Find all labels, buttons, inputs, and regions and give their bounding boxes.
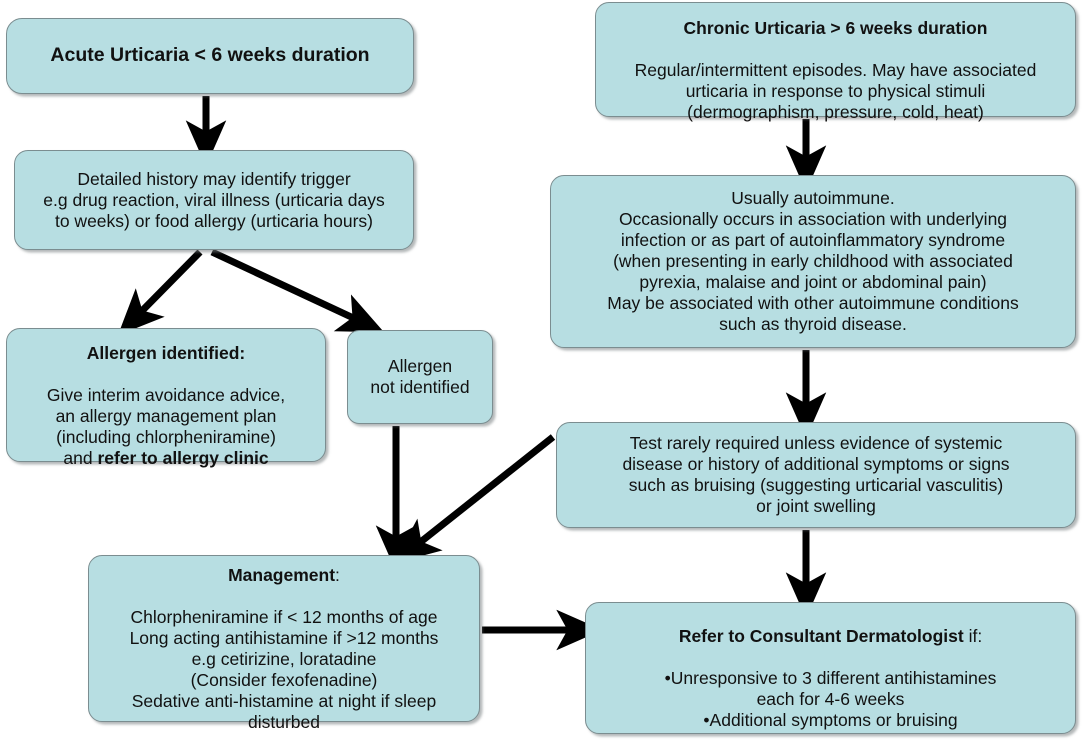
node-management-heading-suffix: : — [335, 565, 340, 585]
node-chronic-urticaria-heading: Chronic Urticaria > 6 weeks duration — [683, 17, 988, 38]
node-acute-urticaria[interactable]: Acute Urticaria < 6 weeks duration — [6, 18, 414, 94]
node-allergen-not-identified-body: Allergen not identified — [370, 356, 470, 397]
connector-history-to-allergen-not-identified — [210, 248, 385, 333]
node-refer-heading-suffix: if: — [963, 626, 983, 646]
node-test-rarely-required-body: Test rarely required unless evidence of … — [622, 433, 1010, 516]
node-test-rarely-required[interactable]: Test rarely required unless evidence of … — [556, 422, 1076, 528]
node-allergen-identified-body-bold-tail: refer to allergy clinic — [97, 447, 269, 468]
node-detailed-history-body: Detailed history may identify trigger e.… — [43, 168, 385, 231]
node-allergen-identified-heading: Allergen identified: — [86, 342, 246, 363]
node-management-body: Chlorpheniramine if < 12 months of age L… — [129, 607, 439, 732]
node-refer-body: •Unresponsive to 3 different antihistami… — [664, 668, 997, 730]
node-refer-heading: Refer to Consultant Dermatologist — [678, 626, 964, 646]
connector-history-to-allergen-identified — [117, 249, 203, 336]
node-refer-consultant-dermatologist[interactable]: Refer to Consultant Dermatologist if: •U… — [585, 602, 1076, 734]
node-allergen-identified-body: Give interim avoidance advice, an allerg… — [46, 384, 286, 468]
connector-test-to-management — [393, 434, 556, 564]
node-chronic-urticaria-body: Regular/intermittent episodes. May have … — [634, 59, 1037, 122]
node-usually-autoimmune[interactable]: Usually autoimmune. Occasionally occurs … — [550, 175, 1076, 348]
node-usually-autoimmune-body: Usually autoimmune. Occasionally occurs … — [607, 188, 1019, 334]
node-acute-urticaria-heading: Acute Urticaria < 6 weeks duration — [50, 44, 370, 67]
node-management[interactable]: Management: Chlorpheniramine if < 12 mon… — [88, 555, 480, 732]
node-allergen-not-identified[interactable]: Allergen not identified — [347, 330, 493, 424]
node-detailed-history[interactable]: Detailed history may identify trigger e.… — [14, 150, 414, 250]
node-chronic-urticaria[interactable]: Chronic Urticaria > 6 weeks duration Reg… — [595, 2, 1076, 122]
node-allergen-identified[interactable]: Allergen identified: Give interim avoida… — [6, 328, 326, 468]
node-management-heading: Management — [228, 565, 336, 585]
